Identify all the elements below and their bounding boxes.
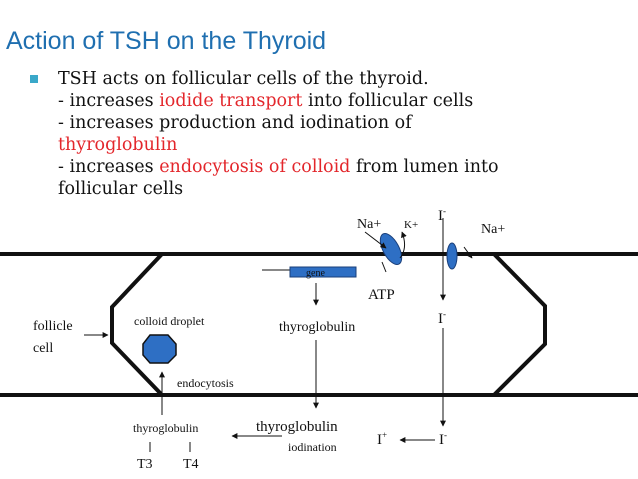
colloid-droplet-shape <box>142 334 177 364</box>
line2-suffix: into follicular cells <box>302 91 474 111</box>
gene-bar <box>289 266 357 278</box>
iodide-mid-label: I- <box>438 309 446 327</box>
line2-highlight: iodide transport <box>159 91 303 111</box>
bullet-line-2: - increases iodide transport into follic… <box>58 90 473 112</box>
bullet-line-1: TSH acts on follicular cells of the thyr… <box>58 69 429 89</box>
bullet-line-3: - increases production and iodination of <box>58 113 412 133</box>
line5-suffix: from lumen into <box>350 157 499 177</box>
t3-label: T3 <box>137 457 153 472</box>
thyroglobulin-left-label: thyroglobulin <box>133 421 198 435</box>
na-right-label: Na+ <box>481 222 505 237</box>
bullet-line-4: thyroglobulin <box>58 135 178 155</box>
endocytosis-label: endocytosis <box>177 376 234 390</box>
bullet-square-icon <box>30 75 38 83</box>
gene-label: gene <box>306 268 325 279</box>
iodide-transporter-icon <box>446 242 458 270</box>
cell-label: cell <box>33 341 53 356</box>
colloid-droplet-label: colloid droplet <box>134 314 205 328</box>
bullet-line-6: follicular cells <box>58 179 184 199</box>
line5-prefix: - increases <box>58 157 160 177</box>
thyroglobulin-mid-label: thyroglobulin <box>279 320 355 335</box>
na-k-pump-icon <box>379 233 403 265</box>
slide-title: Action of TSH on the Thyroid <box>6 27 327 55</box>
bullet-line-5: - increases endocytosis of colloid from … <box>58 156 499 178</box>
thyroglobulin-right-label: thyroglobulin <box>256 419 338 435</box>
iodide-top-label: I- <box>438 206 446 224</box>
na-left-label: Na+ <box>357 217 381 232</box>
line5-highlight: endocytosis of colloid <box>159 157 351 177</box>
line2-prefix: - increases <box>58 91 160 111</box>
t4-label: T4 <box>183 457 199 472</box>
iodine-plus-label: I+ <box>377 430 387 448</box>
k-plus-label: K+ <box>404 219 418 231</box>
iodination-label: iodination <box>288 440 337 454</box>
right-follicle-membrane <box>489 252 638 397</box>
atp-label: ATP <box>368 287 395 303</box>
iodide-bottom-label: I- <box>439 430 447 448</box>
follicle-label: follicle <box>33 319 73 334</box>
left-follicle-membrane <box>0 252 167 397</box>
